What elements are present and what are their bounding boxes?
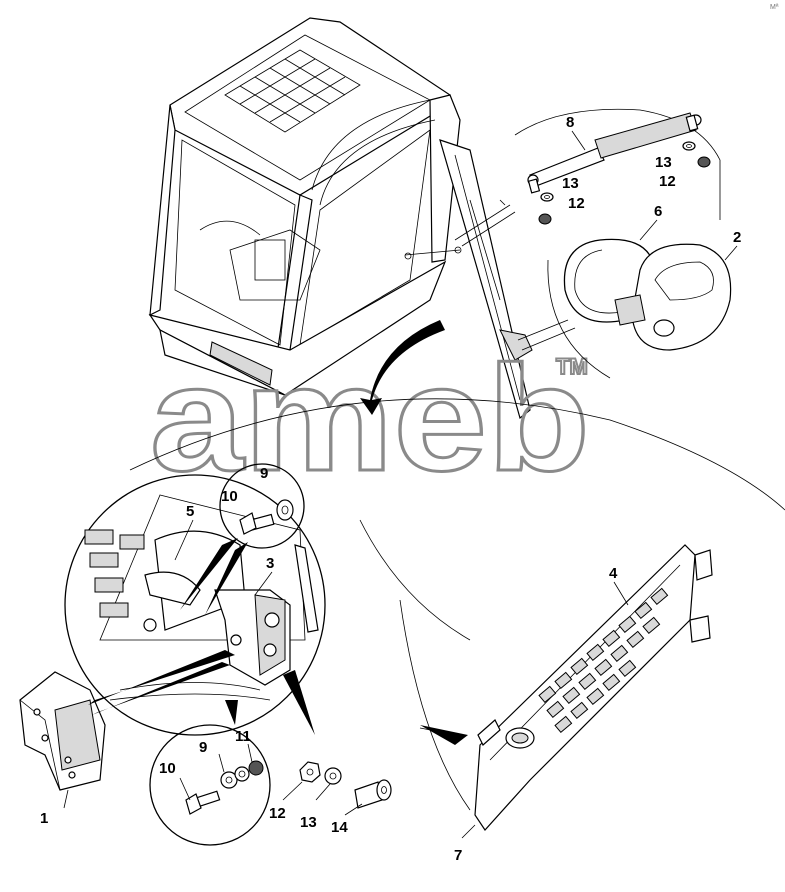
svg-text:ameb: ameb xyxy=(150,334,590,502)
callout-6: 6 xyxy=(654,203,662,220)
handle-detail xyxy=(517,238,732,379)
corner-mark: Mª xyxy=(770,4,779,11)
striker-part xyxy=(19,650,235,791)
cab-assembly xyxy=(148,17,462,396)
callout-11: 11 xyxy=(235,728,251,745)
gas-strut-detail xyxy=(454,108,721,247)
callout-12: 12 xyxy=(568,195,585,212)
callout-1: 1 xyxy=(40,810,48,827)
callout-2: 2 xyxy=(733,229,741,246)
callout-12: 12 xyxy=(269,805,286,822)
callout-9: 9 xyxy=(199,739,207,756)
callout-13: 13 xyxy=(300,814,317,831)
callout-13: 13 xyxy=(562,175,579,192)
pin-hardware xyxy=(283,670,392,809)
door-panel xyxy=(474,544,713,831)
callout-12: 12 xyxy=(659,173,676,190)
detail-arcs xyxy=(129,320,785,811)
bolt-washer-detail xyxy=(149,700,271,846)
callout-3: 3 xyxy=(266,555,274,572)
callout-10: 10 xyxy=(159,760,176,777)
callout-5: 5 xyxy=(186,503,194,520)
callout-13: 13 xyxy=(655,154,672,171)
callout-4: 4 xyxy=(609,565,618,582)
callout-10: 10 xyxy=(221,488,238,505)
watermark: ameb TM xyxy=(149,333,592,504)
callout-9: 9 xyxy=(260,465,268,482)
callout-14: 14 xyxy=(331,819,348,836)
callout-7: 7 xyxy=(454,847,462,864)
latch-detail xyxy=(64,463,326,736)
callout-8: 8 xyxy=(566,114,574,131)
callout-labels: 8 13 12 13 12 6 2 9 10 5 3 4 11 9 10 1 1… xyxy=(40,114,741,864)
leader-lines xyxy=(63,130,738,839)
